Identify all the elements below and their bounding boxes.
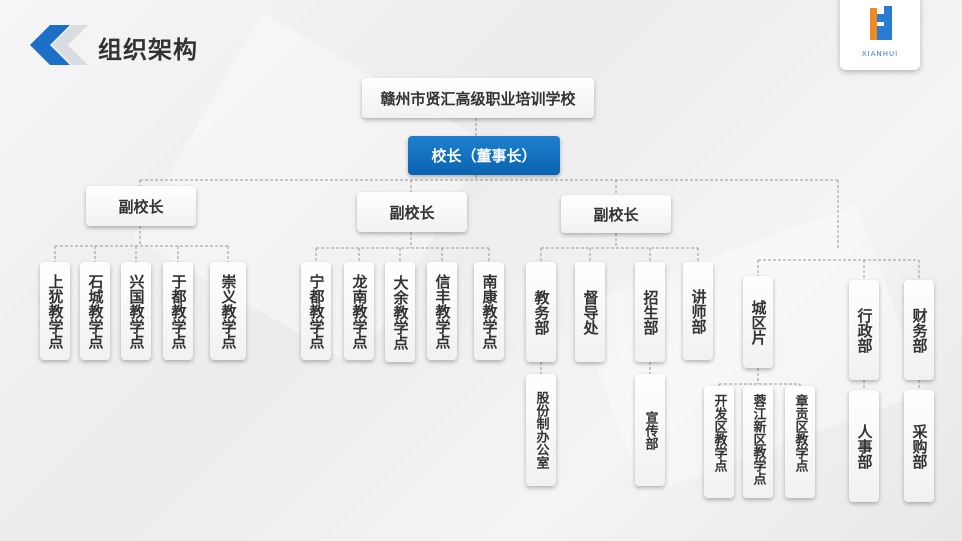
page-title: 组织架构	[98, 36, 198, 64]
teaching-point-node: 大余教学点	[385, 262, 415, 362]
admin-dept-node: 行政部	[849, 280, 879, 380]
academic-dept-node: 教务部	[526, 262, 556, 362]
teaching-point-node: 兴国教学点	[121, 262, 151, 360]
publicity-dept-node: 宣传部	[635, 374, 665, 486]
vice-principal-node-1: 副校长	[86, 186, 196, 226]
lecturers-dept-node: 讲师部	[683, 262, 713, 360]
vice-principal-node-2: 副校长	[357, 192, 467, 232]
vice-principal-node-3: 副校长	[561, 195, 671, 233]
principal-node: 校长（董事长）	[408, 136, 560, 175]
teaching-point-node: 上犹教学点	[40, 262, 70, 360]
finance-dept-node: 财务部	[904, 280, 934, 380]
teaching-point-node: 崇义教学点	[210, 262, 246, 360]
shares-office-node: 股份制办公室	[526, 374, 556, 486]
school-logo-icon	[870, 6, 892, 40]
teaching-point-node: 章贡区教学点	[785, 386, 815, 498]
purchasing-dept-node: 采购部	[904, 390, 934, 502]
admissions-dept-node: 招生部	[635, 262, 665, 362]
teaching-point-node: 信丰教学点	[427, 262, 457, 360]
logo: XIANHUI	[840, 0, 920, 70]
chevron-logo-icon	[30, 25, 88, 65]
teaching-point-node: 开发区教学点	[704, 386, 734, 498]
teaching-point-node: 宁都教学点	[301, 262, 331, 360]
school-node: 赣州市贤汇高级职业培训学校	[362, 78, 594, 118]
teaching-point-node: 龙南教学点	[344, 262, 374, 360]
teaching-point-node: 石城教学点	[80, 262, 110, 360]
teaching-point-node: 蓉江新区教学点	[743, 386, 773, 498]
city-area-node: 城区片	[743, 276, 773, 368]
teaching-point-node: 南康教学点	[474, 262, 504, 360]
logo-text: XIANHUI	[861, 50, 899, 58]
supervision-dept-node: 督导处	[575, 262, 605, 362]
hr-dept-node: 人事部	[849, 390, 879, 502]
teaching-point-node: 于都教学点	[163, 262, 193, 360]
